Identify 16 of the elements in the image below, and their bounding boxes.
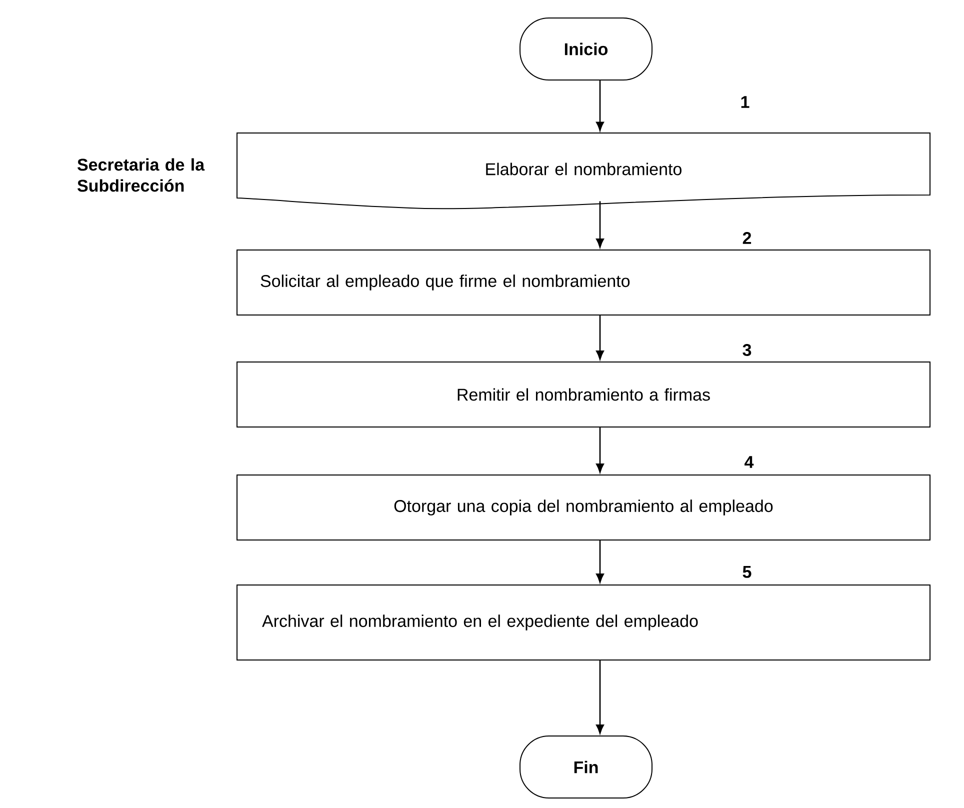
- process-box: Otorgar una copia del nombramiento al empleado: [236, 474, 930, 540]
- arrow: [596, 426, 604, 473]
- process-box: Archivar el nombramiento en el expediente del empleado: [236, 584, 930, 660]
- step-number: 3: [742, 344, 752, 356]
- step-number: 1: [741, 96, 750, 108]
- process-box: Solicitar al empleado que firme el nombramiento: [236, 250, 930, 316]
- arrow: [596, 540, 604, 583]
- arrow: [596, 314, 604, 360]
- arrow: [596, 201, 604, 248]
- process-box: Remitir el nombramiento a firmas: [236, 362, 930, 428]
- step-number: 4: [744, 456, 754, 468]
- step-number: 2: [742, 232, 752, 244]
- step-number: 5: [742, 566, 752, 578]
- role-label: Secretaria de la Subdirección: [78, 158, 205, 192]
- arrow: [596, 660, 604, 734]
- arrow: [596, 80, 604, 131]
